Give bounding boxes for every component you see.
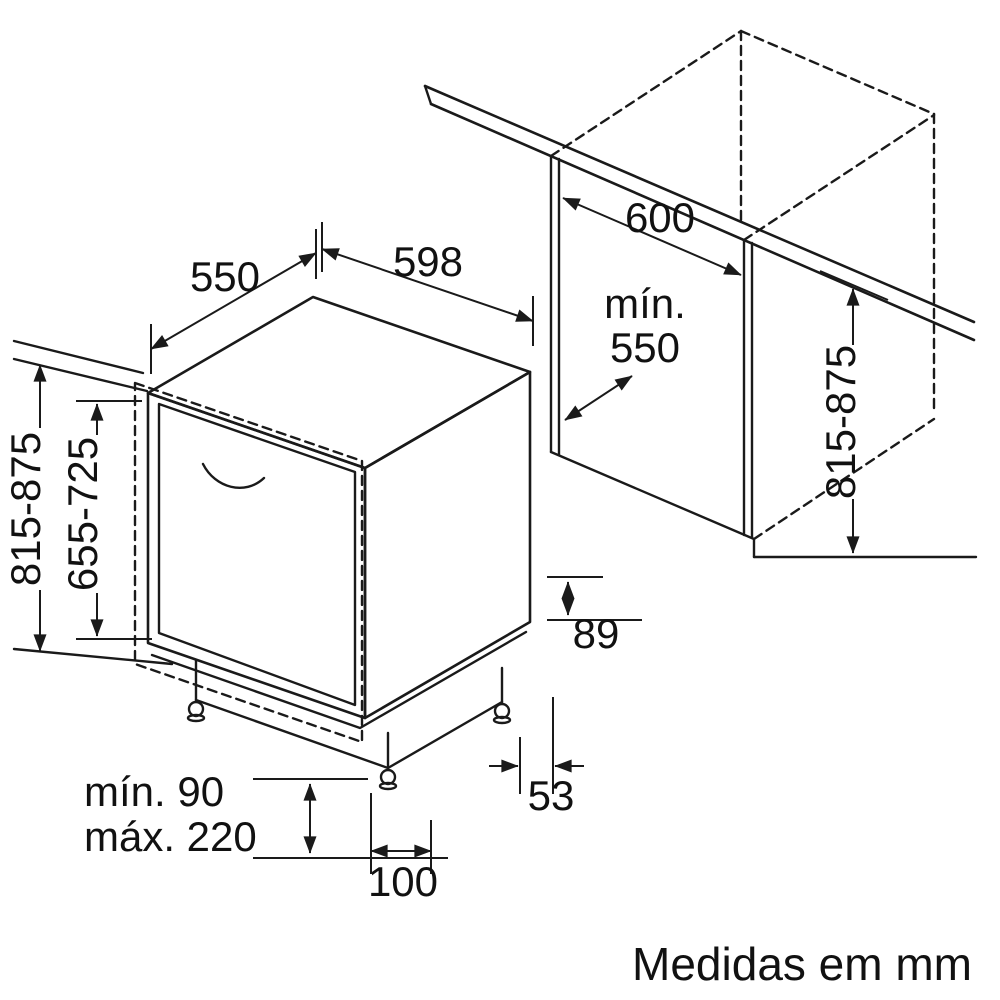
floor-line-left <box>12 647 174 666</box>
dim-plinth-height: mín. 90 máx. 220 <box>84 768 448 860</box>
dim-niche-width: 600 <box>562 194 742 276</box>
dishwasher-body <box>133 295 532 744</box>
countertop-left-section <box>12 339 149 393</box>
adjustable-foot-left <box>186 700 206 723</box>
dim-niche-height: 815-875 <box>817 270 889 554</box>
dim-niche-depth-label-2: 550 <box>610 324 680 371</box>
dim-appliance-depth: 550 <box>150 229 317 374</box>
units-note: Medidas em mm <box>632 938 972 990</box>
door-edge-line <box>157 402 357 707</box>
dim-front-foot-inset-label: 100 <box>368 858 438 905</box>
dim-niche-depth-label-1: mín. <box>604 280 686 327</box>
countertop-end-cap <box>423 84 433 106</box>
dishwasher-side-face <box>363 370 532 720</box>
cabinet-dashed-outline <box>549 29 936 541</box>
dim-plinth-max-label: máx. 220 <box>84 813 257 860</box>
dim-front-foot-inset: 100 <box>368 793 438 905</box>
dim-appliance-depth-label: 550 <box>190 253 260 300</box>
dim-plinth-min-label: mín. 90 <box>84 768 224 815</box>
dim-rear-height-adjust: 89 <box>547 576 642 657</box>
dim-appliance-height-label: 815-875 <box>2 432 49 586</box>
dim-niche-height-label: 815-875 <box>817 345 864 499</box>
dim-door-panel-height-label: 655-725 <box>59 437 106 591</box>
dishwasher-base <box>150 630 528 791</box>
dim-rear-foot-offset: 53 <box>489 697 584 819</box>
niche-opening <box>549 154 978 559</box>
adjustable-foot-right <box>492 702 512 725</box>
dim-niche-depth: mín. 550 <box>564 280 686 421</box>
countertop <box>423 84 976 342</box>
dim-rear-height-adjust-label: 89 <box>573 610 620 657</box>
dishwasher-top-face <box>146 295 532 470</box>
adjustable-foot-front <box>378 768 398 791</box>
dim-appliance-width-label: 598 <box>393 238 463 285</box>
furniture-panel-dashed <box>133 381 364 744</box>
dim-appliance-width: 598 <box>321 222 534 346</box>
dim-niche-width-label: 600 <box>625 194 695 241</box>
dim-door-panel-height: 655-725 <box>59 400 152 640</box>
dim-rear-foot-offset-label: 53 <box>528 772 575 819</box>
dim-appliance-height: 815-875 <box>2 364 49 652</box>
door-handle <box>201 462 266 489</box>
